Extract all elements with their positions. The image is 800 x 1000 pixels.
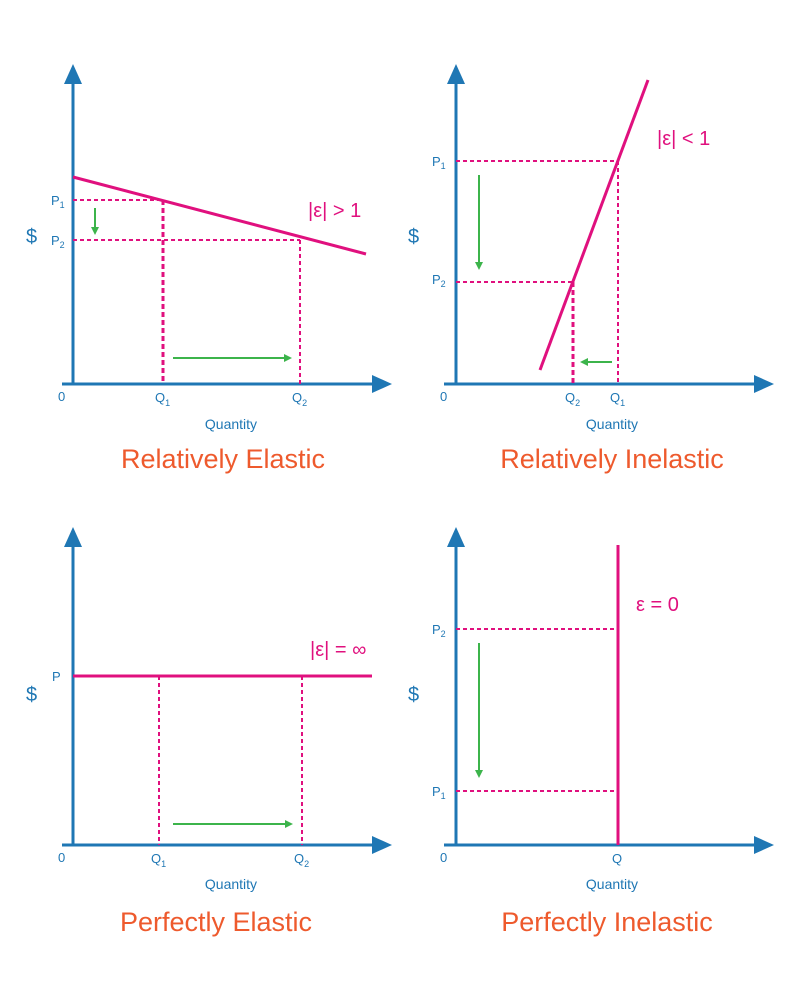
- x-axis-arrowhead: [372, 836, 392, 854]
- panel-relatively-elastic: $ 0 P1 P2 Q1 Q2 Quantity |ε| > 1 Relativ…: [26, 64, 392, 474]
- x-axis-label: Quantity: [586, 416, 638, 432]
- y-axis-label: $: [408, 684, 419, 706]
- y-axis-label: $: [26, 226, 37, 248]
- elasticity-equation: |ε| = ∞: [310, 639, 366, 661]
- y-axis-arrowhead: [64, 64, 82, 84]
- x-axis-arrowhead: [372, 375, 392, 393]
- origin-label: 0: [440, 389, 447, 404]
- p2-label: P2: [432, 622, 446, 639]
- q1-label: Q1: [151, 851, 166, 869]
- panel-perfectly-elastic: $ 0 P Q1 Q2 Quantity |ε| = ∞ Perfectly E…: [26, 527, 392, 937]
- p1-label: P1: [432, 784, 446, 801]
- p-label: P: [52, 669, 61, 684]
- demand-curve: [72, 175, 367, 256]
- q2-label: Q2: [565, 390, 580, 408]
- panel-perfectly-inelastic: $ 0 P2 P1 Q Quantity ε = 0 Perfectly Ine…: [408, 527, 774, 937]
- panel-title: Perfectly Inelastic: [501, 907, 713, 937]
- panel-relatively-inelastic: $ 0 P1 P2 Q2 Q1 Quantity |ε| < 1 Relativ…: [408, 64, 774, 474]
- x-axis-arrowhead: [754, 375, 774, 393]
- x-axis-label: Quantity: [586, 876, 638, 892]
- panel-title: Perfectly Elastic: [120, 907, 312, 937]
- q2-label: Q2: [294, 851, 309, 869]
- p2-label: P2: [432, 272, 446, 289]
- origin-label: 0: [440, 850, 447, 865]
- y-axis-arrowhead: [447, 64, 465, 84]
- origin-label: 0: [58, 850, 65, 865]
- p2-label: P2: [51, 233, 65, 250]
- x-axis-label: Quantity: [205, 876, 257, 892]
- q1-label: Q1: [155, 390, 170, 408]
- x-axis-arrowhead: [754, 836, 774, 854]
- q-label: Q: [612, 851, 622, 866]
- elasticity-equation: |ε| < 1: [657, 128, 710, 150]
- demand-curve: [538, 79, 650, 371]
- panel-title: Relatively Elastic: [121, 444, 325, 474]
- y-axis-label: $: [408, 226, 419, 248]
- panel-title: Relatively Inelastic: [500, 444, 724, 474]
- q2-label: Q2: [292, 390, 307, 408]
- elasticity-equation: |ε| > 1: [308, 200, 361, 222]
- origin-label: 0: [58, 389, 65, 404]
- y-axis-arrowhead: [447, 527, 465, 547]
- p1-label: P1: [51, 193, 65, 210]
- y-axis-label: $: [26, 684, 37, 706]
- x-axis-label: Quantity: [205, 416, 257, 432]
- p1-label: P1: [432, 154, 446, 171]
- elasticity-equation: ε = 0: [636, 594, 679, 616]
- y-axis-arrowhead: [64, 527, 82, 547]
- q1-label: Q1: [610, 390, 625, 408]
